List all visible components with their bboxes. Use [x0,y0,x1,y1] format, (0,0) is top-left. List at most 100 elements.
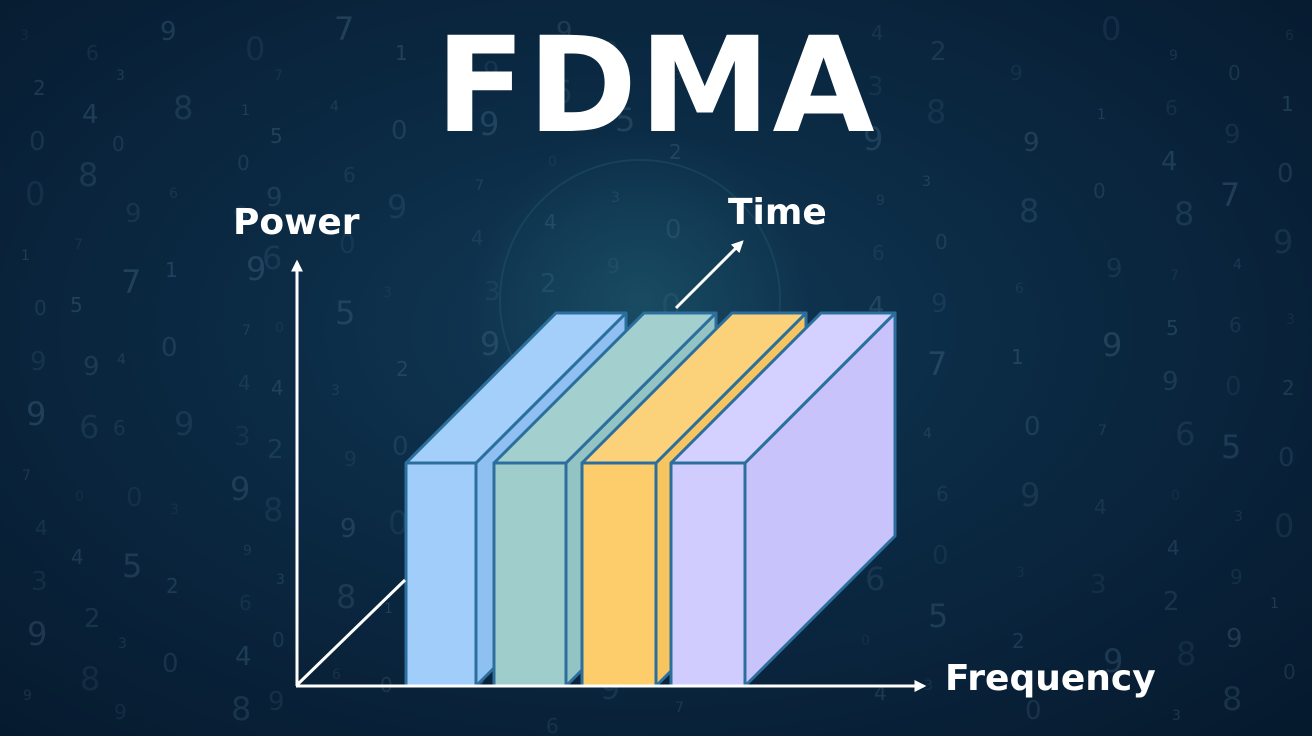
background-digit: 0 [1093,179,1106,203]
background-digit: 0 [275,320,284,336]
background-digit: 9 [931,289,948,319]
background-digit: 4 [330,99,339,115]
background-digit: 9 [1162,367,1179,397]
background-digit: 0 [391,116,408,146]
background-digit: 6 [546,714,559,736]
background-digit: 4 [117,352,126,368]
background-digit: 0 [1101,10,1121,48]
background-digit: 9 [230,470,250,508]
background-digit: 7 [1220,176,1240,214]
background-digit: 9 [483,57,500,87]
background-digit: 9 [387,188,407,226]
background-digit: 4 [238,371,251,395]
background-digit: 6 [865,560,885,598]
background-digit: 3 [116,68,125,84]
channel-1-front [404,461,478,688]
power-axis-label: Power [233,202,360,243]
background-digit: 6 [1229,313,1242,337]
background-digit: 4 [71,545,84,569]
background-digit: 9 [1102,326,1122,364]
background-digit: 4 [544,210,557,234]
background-digit: 4 [1167,536,1180,560]
background-digit: 9 [1106,254,1123,284]
background-digit: 0 [548,154,557,170]
background-digit: 4 [471,226,484,250]
background-digit: 0 [388,504,408,542]
background-digit: 9 [23,688,32,704]
background-digit: 3 [1090,570,1107,600]
background-digit: 8 [926,93,946,131]
background-digit: 3 [118,636,127,652]
background-digit: 6 [1285,28,1294,44]
background-digit: 9 [233,202,250,232]
background-digit: 0 [1025,696,1042,726]
time-axis-label: Time [728,192,827,233]
background-digit: 0 [161,333,178,363]
background-digit: 9 [1169,48,1178,64]
background-digit: 6 [343,163,356,187]
background-digit: 6 [1165,96,1178,120]
background-digit: 2 [33,76,46,100]
background-digit: 5 [928,597,948,635]
background-digit: 3 [234,422,251,452]
background-digit: 2 [1012,629,1025,653]
background-digit: 5 [615,101,635,139]
background-digit: 2 [669,140,682,164]
background-digit: 1 [1097,107,1106,123]
background-digit: 8 [336,578,356,616]
background-digit: 2 [84,604,101,634]
background-digit: 2 [930,37,947,67]
time-axis-arrow [674,240,744,310]
background-digit: 6 [552,73,572,111]
background-digit: 6 [113,416,126,440]
background-digit: 2 [1163,587,1180,617]
background-digit: 8 [80,660,100,698]
background-digit: 0 [861,633,870,649]
background-digit: 7 [121,263,141,301]
background-digit: 9 [266,183,283,213]
channel-2-front [492,461,568,688]
background-digit: 4 [1094,495,1107,519]
background-digit: 9 [160,17,177,47]
background-digit: 5 [335,294,355,332]
background-digit: 3 [170,502,179,518]
background-digit: 5 [70,293,83,317]
background-digit: 0 [392,432,409,462]
background-digit: 9 [1226,624,1243,654]
background-digit: 0 [245,30,265,68]
background-digit: 9 [876,193,885,209]
background-digit: 3 [867,72,884,102]
background-digit: 6 [1015,281,1024,297]
background-digit: 0 [1024,412,1041,442]
background-digit: 3 [924,678,933,694]
background-digit: 3 [611,190,620,206]
background-digit: 4 [35,516,48,540]
background-digit: 2 [540,269,557,299]
background-digit: 9 [1273,223,1293,261]
background-digit: 0 [665,215,682,245]
background-digit: 9 [607,254,620,278]
background-digit: 3 [276,572,285,588]
background-digit: 1 [1281,92,1294,116]
background-digit: 9 [1103,642,1123,680]
background-digit: 7 [74,237,83,253]
background-digit: 3 [331,383,340,399]
background-digit: 7 [1098,423,1107,439]
background-digit: 9 [174,405,194,443]
background-digit: 0 [272,628,285,652]
background-digit: 3 [673,68,682,84]
background-digit: 0 [339,230,356,260]
background-digit: 0 [34,296,47,320]
background-digit: 1 [395,41,408,65]
background-digit: 4 [235,642,252,672]
background-digit: 0 [1277,159,1294,189]
page-title: FDMA [435,9,877,163]
background-digit: 3 [922,174,931,190]
background-digit: 0 [1225,372,1242,402]
background-digit: 6 [936,482,949,506]
background-digit: 9 [1230,565,1243,589]
background-digit: 1 [384,601,393,617]
background-digit: 6 [332,667,341,683]
background-digit: 8 [78,156,98,194]
background-digit: 2 [1282,376,1295,400]
